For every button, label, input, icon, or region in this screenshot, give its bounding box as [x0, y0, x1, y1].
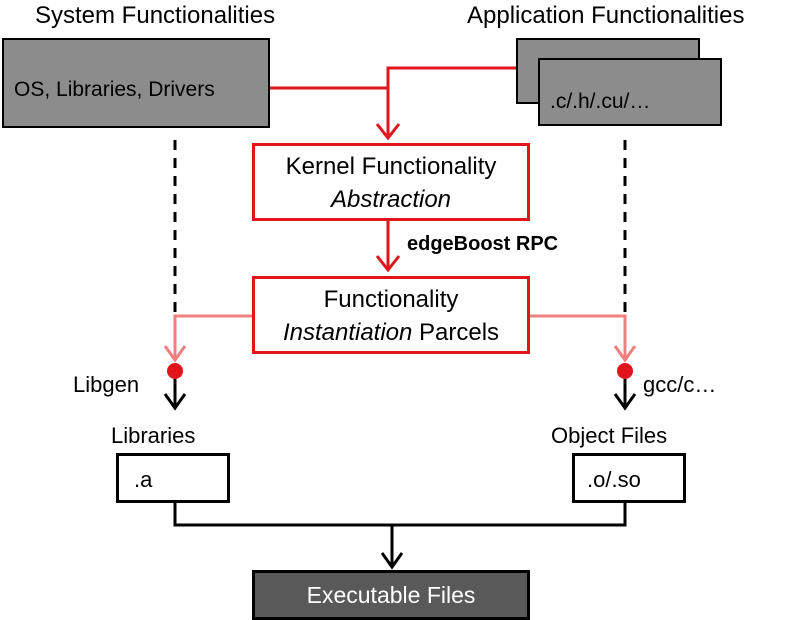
application-functionalities-heading: Application Functionalities: [467, 2, 745, 29]
libraries-box: .a: [116, 453, 230, 503]
rpc-label: edgeBoost RPC: [407, 233, 559, 255]
app-to-kernel-line: [386, 66, 516, 135]
libraries-merge-line: [173, 502, 627, 527]
system-box: OS, Libraries, Drivers: [2, 38, 270, 128]
gcc-label: gcc/c…: [643, 372, 717, 397]
executable-files-label: Executable Files: [306, 582, 476, 608]
system-box-label: OS, Libraries, Drivers: [14, 78, 215, 101]
libraries-box-label: .a: [134, 467, 153, 492]
kernel-abstraction-box: Kernel Functionality Abstraction: [252, 143, 530, 221]
kernel-line1: Kernel Functionality: [285, 153, 497, 180]
instantiation-arrowhead: [375, 255, 401, 273]
libgen-dot: [167, 363, 183, 379]
parcels-left-branch: [173, 314, 252, 358]
executable-files-box: Executable Files: [252, 570, 530, 620]
instantiation-line2: Instantiation Parcels: [282, 319, 500, 346]
kernel-line2: Abstraction: [330, 186, 452, 213]
libgen-arrowhead: [163, 393, 187, 411]
libgen-label: Libgen: [73, 372, 140, 397]
instantiation-line1: Functionality: [323, 286, 459, 313]
gcc-arrowhead: [613, 393, 637, 411]
libraries-heading: Libraries: [111, 423, 196, 448]
system-functionalities-heading: System Functionalities: [35, 2, 276, 29]
kernel-arrowhead: [375, 123, 401, 141]
object-files-box-label: .o/.so: [587, 467, 641, 492]
right-light-arrowhead: [613, 345, 637, 363]
object-files-heading: Object Files: [551, 423, 668, 448]
application-box-label: .c/.h/.cu/…: [550, 90, 651, 113]
object-files-box: .o/.so: [572, 453, 686, 503]
executable-arrowhead: [380, 552, 404, 570]
application-box: .c/.h/.cu/…: [538, 58, 722, 126]
parcels-right-branch: [530, 314, 627, 358]
gcc-dot: [617, 363, 633, 379]
instantiation-parcels-box: Functionality Instantiation Parcels: [252, 276, 530, 354]
left-light-arrowhead: [163, 345, 187, 363]
